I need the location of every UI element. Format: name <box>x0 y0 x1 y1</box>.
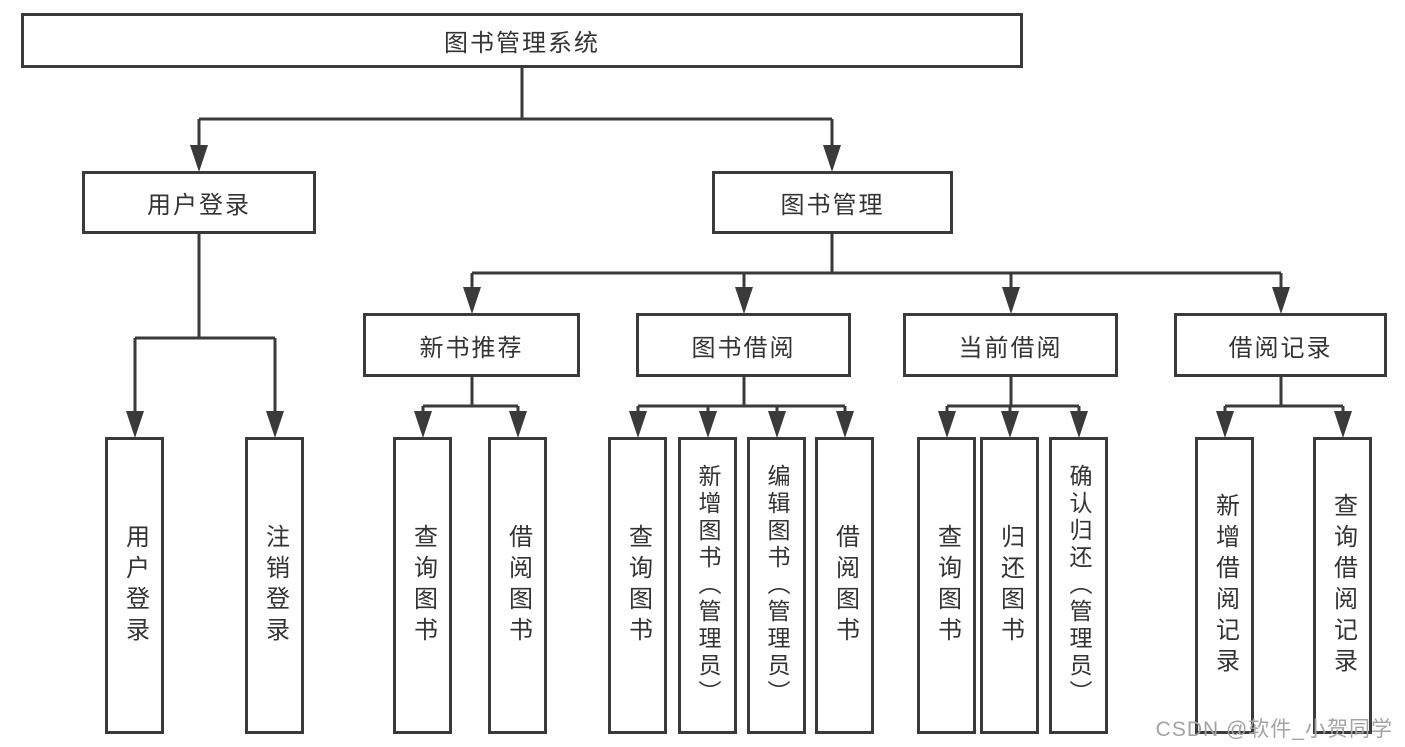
node-new-book-recommendation: 新书推荐 <box>363 313 580 377</box>
leaf-query-books-current: 查询图书 <box>917 437 976 734</box>
node-book-borrowing: 图书借阅 <box>636 313 851 377</box>
leaf-query-books-recommend-label: 查询图书 <box>409 523 437 648</box>
leaf-user-login: 用户登录 <box>105 437 164 734</box>
leaf-query-books-borrowing: 查询图书 <box>608 437 667 734</box>
leaf-query-books-recommend: 查询图书 <box>393 437 452 734</box>
node-borrowing-records: 借阅记录 <box>1174 313 1387 377</box>
leaf-query-books-borrowing-label: 查询图书 <box>624 523 652 648</box>
leaf-return-books: 归还图书 <box>980 437 1039 734</box>
leaf-user-login-label: 用户登录 <box>121 523 149 648</box>
node-book-borrowing-label: 图书借阅 <box>691 334 796 362</box>
leaf-borrow-books-borrowing-label: 借阅图书 <box>831 523 859 648</box>
node-root: 图书管理系统 <box>21 13 1023 68</box>
node-current-borrowing-label: 当前借阅 <box>958 334 1063 362</box>
node-new-book-recommendation-label: 新书推荐 <box>419 334 524 362</box>
node-book-management: 图书管理 <box>712 171 953 234</box>
leaf-confirm-return-admin-label: 确认归还（管理员） <box>1066 464 1092 707</box>
node-user-login: 用户登录 <box>82 171 316 234</box>
leaf-edit-book-admin-label: 编辑图书（管理员） <box>764 464 790 707</box>
leaf-return-books-label: 归还图书 <box>996 523 1024 648</box>
leaf-borrow-books-borrowing: 借阅图书 <box>815 437 874 734</box>
leaf-query-books-current-label: 查询图书 <box>933 523 961 648</box>
connector-root <box>190 68 841 172</box>
connector-book-borrow-group <box>629 377 854 438</box>
leaf-add-book-admin-label: 新增图书（管理员） <box>695 464 721 707</box>
connector-new-book-group <box>414 377 527 438</box>
leaf-borrow-books-recommend-label: 借阅图书 <box>504 523 532 648</box>
node-borrowing-records-label: 借阅记录 <box>1228 334 1333 362</box>
leaf-edit-book-admin: 编辑图书（管理员） <box>747 437 806 734</box>
leaf-add-borrow-record-label: 新增借阅记录 <box>1211 492 1239 679</box>
connector-book-management-branch <box>463 234 1290 314</box>
node-user-login-label: 用户登录 <box>147 192 251 219</box>
leaf-borrow-books-recommend: 借阅图书 <box>488 437 547 734</box>
leaf-confirm-return-admin: 确认归还（管理员） <box>1049 437 1108 734</box>
node-current-borrowing: 当前借阅 <box>903 313 1118 377</box>
leaf-add-book-admin: 新增图书（管理员） <box>678 437 737 734</box>
csdn-watermark: CSDN @软件_小贺同学 <box>1155 718 1393 741</box>
leaf-logout-label: 注销登录 <box>261 523 289 648</box>
connector-current-borrow-group <box>938 377 1088 438</box>
connector-borrow-record-group <box>1216 377 1352 438</box>
node-book-management-label: 图书管理 <box>780 192 885 219</box>
leaf-add-borrow-record: 新增借阅记录 <box>1195 437 1254 734</box>
leaf-query-borrow-record: 查询借阅记录 <box>1313 437 1372 734</box>
node-root-label: 图书管理系统 <box>444 30 600 57</box>
leaf-logout: 注销登录 <box>245 437 304 734</box>
leaf-query-borrow-record-label: 查询借阅记录 <box>1329 492 1357 679</box>
connector-user-login-branch <box>126 234 284 438</box>
